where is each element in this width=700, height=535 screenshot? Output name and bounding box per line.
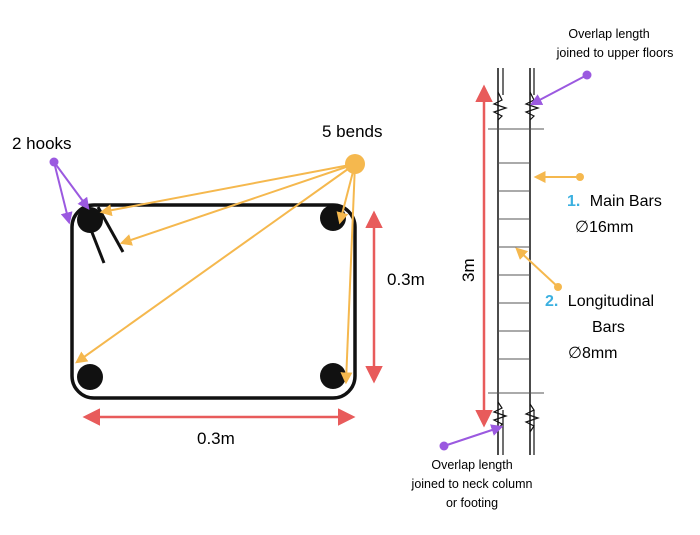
bends-label: 5 bends: [322, 122, 383, 141]
hook-pointer-2: [53, 161, 90, 210]
overlap-bottom-label-line2: joined to neck column: [411, 477, 533, 491]
bends-marker-dot: [345, 154, 365, 174]
longitudinal-bars-size: ∅8mm: [568, 345, 618, 362]
stirrup-outline: [70, 203, 357, 400]
column-elevation: [488, 68, 544, 455]
overlap-top-dot: [582, 70, 592, 80]
stirrup-hook-tail-2: [96, 206, 125, 253]
main-bar-bottom-left: [77, 364, 103, 390]
bend-pointer-2: [119, 163, 356, 246]
longitudinal-bars-label: 2. Longitudinal: [545, 293, 654, 310]
bend-pointer-5: [340, 163, 356, 385]
longitudinal-bars-dot: [554, 283, 562, 291]
overlap-top-label-line1: Overlap length: [568, 27, 649, 41]
longitudinal-bars-number: 2.: [545, 293, 558, 310]
depth-dimension-label: 0.3m: [387, 270, 425, 289]
hooks-label: 2 hooks: [12, 134, 72, 153]
main-bar-top-right: [320, 205, 346, 231]
overlap-top-label-line2: joined to upper floors: [556, 46, 674, 60]
main-bars-text: Main Bars: [590, 193, 662, 210]
overlap-bottom-dot: [439, 441, 449, 451]
hook-pointer-1: [53, 161, 73, 225]
longitudinal-bars-pointer: [515, 247, 559, 288]
height-dimension-label: 3m: [459, 258, 478, 282]
bend-pointer-1: [99, 163, 356, 217]
cross-section: [70, 203, 357, 400]
main-bar-bottom-right: [320, 363, 346, 389]
longitudinal-bars-text: Longitudinal: [568, 293, 654, 310]
main-bars-label: 1. Main Bars: [567, 193, 662, 210]
stirrup-ties: [488, 128, 544, 394]
overlap-top-pointer: [529, 74, 588, 106]
main-bars-dot: [576, 173, 584, 181]
overlap-zigzag-top-right: [524, 91, 540, 121]
bend-pointer-3: [75, 163, 356, 364]
overlap-zigzag-bottom-left: [492, 401, 508, 431]
overlap-bottom-label-line1: Overlap length: [431, 458, 512, 472]
overlap-zigzag-top-left: [492, 91, 508, 121]
main-bars-size: ∅16mm: [575, 219, 633, 236]
width-dimension-label: 0.3m: [197, 429, 235, 448]
overlap-bottom-pointer: [443, 424, 504, 447]
longitudinal-bars-text-line2: Bars: [592, 319, 625, 336]
bend-pointers: [75, 163, 356, 385]
hook-pointers: [53, 161, 90, 225]
main-bar-top-left: [77, 207, 103, 233]
overlap-zigzag-bottom-right: [524, 403, 540, 433]
hooks-marker-dot: [49, 157, 59, 167]
main-bars-number: 1.: [567, 193, 580, 210]
overlap-bottom-label-line3: or footing: [446, 496, 498, 510]
